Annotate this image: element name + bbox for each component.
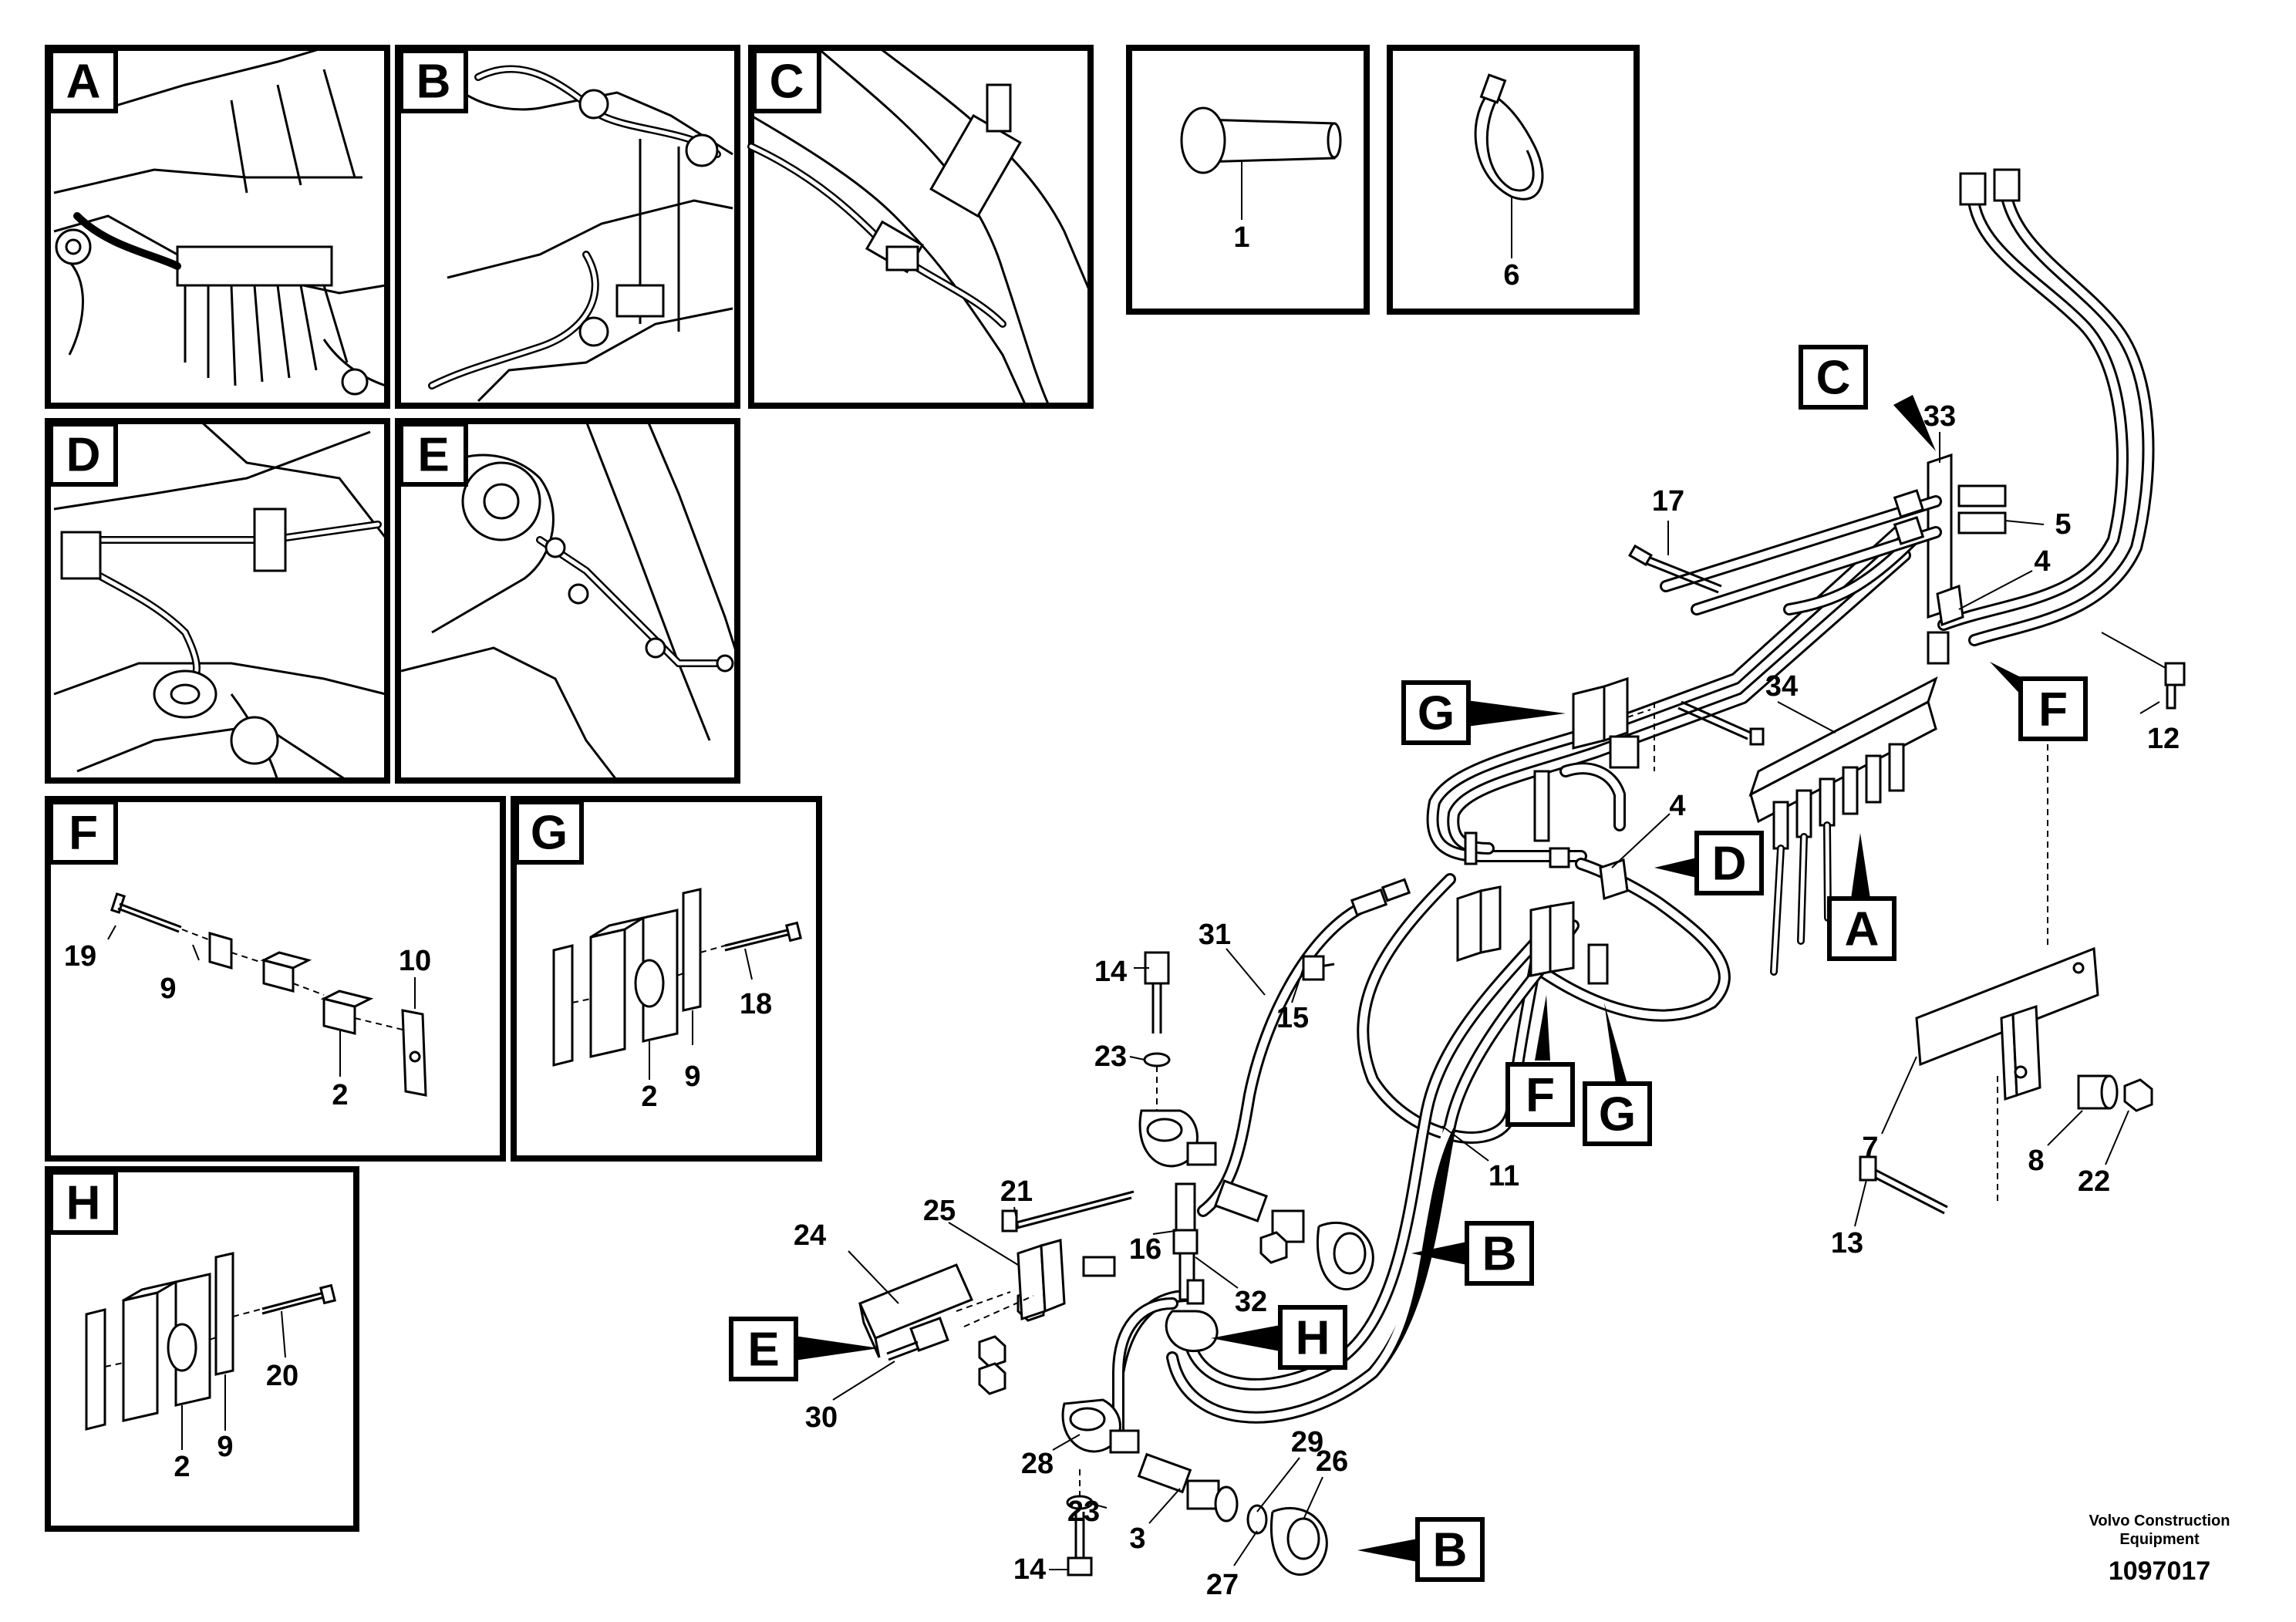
part-12: 12	[2147, 723, 2180, 755]
main-tag-f-right: F	[2038, 683, 2068, 737]
part-34: 34	[1765, 670, 1798, 703]
inset-tag-e: E	[417, 429, 449, 482]
main-assembly-view	[832, 168, 2186, 1576]
main-tag-h-group	[1211, 1305, 1347, 1370]
part-17: 17	[1652, 485, 1684, 518]
main-tag-g-top: G	[1418, 687, 1455, 740]
main-tag-g-lower-group	[1583, 1003, 1652, 1146]
g-part-9: 9	[684, 1061, 700, 1093]
part-13: 13	[1831, 1227, 1863, 1259]
part-23-top: 23	[1094, 1040, 1127, 1073]
inset-tag-g-box	[514, 800, 584, 865]
inset-tag-g: G	[531, 807, 568, 860]
part-26: 26	[1316, 1445, 1348, 1478]
inset-tag-c-box	[752, 49, 821, 113]
part-22: 22	[2078, 1165, 2110, 1198]
main-tag-b-bottom-group	[1357, 1517, 1485, 1582]
rivet-panel	[1126, 45, 1370, 315]
inset-tag-a-box	[49, 49, 118, 113]
g-part-18: 18	[740, 988, 772, 1020]
part-30: 30	[805, 1401, 838, 1434]
main-tag-b-mid: B	[1482, 1228, 1517, 1281]
part-4-lower: 4	[1669, 790, 1685, 822]
part-27: 27	[1206, 1569, 1239, 1601]
inset-tag-f: F	[69, 807, 98, 860]
part-31: 31	[1199, 919, 1231, 951]
main-tag-g-top-group	[1401, 680, 1566, 745]
credit-line-2: Equipment	[2119, 1531, 2200, 1548]
inset-tag-c: C	[770, 56, 804, 109]
main-tag-c-group	[1799, 345, 1936, 451]
inset-panel-a	[45, 45, 390, 409]
main-tag-b-bottom: B	[1433, 1524, 1468, 1577]
part-15: 15	[1276, 1002, 1309, 1034]
part-33: 33	[1923, 400, 1956, 433]
part-29: 29	[1291, 1426, 1323, 1458]
inset-tag-h: H	[66, 1177, 101, 1230]
part-3: 3	[1129, 1523, 1145, 1555]
f-part-9: 9	[160, 973, 176, 1005]
credit-line-1: Volvo Construction	[2089, 1512, 2230, 1529]
part-8: 8	[2028, 1145, 2044, 1177]
part-11: 11	[1489, 1160, 1519, 1192]
part-21: 21	[1000, 1175, 1033, 1208]
cable-tie-number: 6	[1503, 259, 1519, 292]
inset-tag-a: A	[66, 56, 101, 109]
part-7: 7	[1862, 1131, 1878, 1164]
part-23-bottom: 23	[1067, 1496, 1100, 1528]
inset-panel-g	[511, 796, 822, 1162]
part-16: 16	[1129, 1233, 1161, 1266]
main-tag-a-group	[1827, 833, 1896, 961]
inset-tag-d-box	[49, 422, 118, 487]
f-part-10: 10	[399, 945, 431, 977]
main-tag-a: A	[1845, 903, 1880, 956]
inset-tag-f-box	[49, 800, 118, 865]
document-number: 1097017	[2109, 1556, 2210, 1586]
part-24: 24	[794, 1219, 826, 1252]
part-28: 28	[1021, 1448, 1054, 1480]
inset-panel-f	[45, 796, 506, 1162]
h-part-9: 9	[217, 1431, 233, 1463]
main-tag-d-group	[1654, 831, 1764, 895]
inset-tag-h-box	[49, 1170, 118, 1235]
part-4-top: 4	[2034, 545, 2050, 578]
inset-tag-b: B	[416, 56, 451, 109]
part-25: 25	[923, 1195, 956, 1227]
h-part-2: 2	[174, 1451, 190, 1483]
main-tag-c: C	[1816, 352, 1851, 405]
main-tag-f-right-group	[1990, 662, 2088, 741]
inset-tag-e-box	[399, 422, 468, 487]
main-tag-h: H	[1296, 1312, 1330, 1365]
main-tag-f-lower: F	[1526, 1069, 1555, 1122]
f-part-19: 19	[64, 940, 96, 973]
g-part-2: 2	[641, 1081, 657, 1113]
inset-tag-b-box	[399, 49, 468, 113]
part-32: 32	[1235, 1286, 1267, 1318]
main-tag-e-group	[729, 1317, 879, 1381]
main-tag-g-lower: G	[1599, 1088, 1636, 1141]
main-tag-b-mid-group	[1411, 1221, 1534, 1286]
h-part-20: 20	[266, 1360, 298, 1392]
main-tag-d: D	[1712, 838, 1747, 891]
part-14-bottom: 14	[1013, 1553, 1046, 1586]
f-part-2: 2	[332, 1079, 348, 1111]
main-tag-e: E	[747, 1324, 779, 1377]
rivet-number: 1	[1233, 221, 1249, 254]
part-5: 5	[2055, 508, 2071, 541]
cable-tie-panel	[1387, 45, 1640, 315]
part-14-top: 14	[1094, 956, 1127, 988]
main-tag-f-lower-group	[1505, 995, 1575, 1127]
inset-panel-d	[45, 418, 390, 784]
inset-tag-d: D	[66, 429, 101, 482]
